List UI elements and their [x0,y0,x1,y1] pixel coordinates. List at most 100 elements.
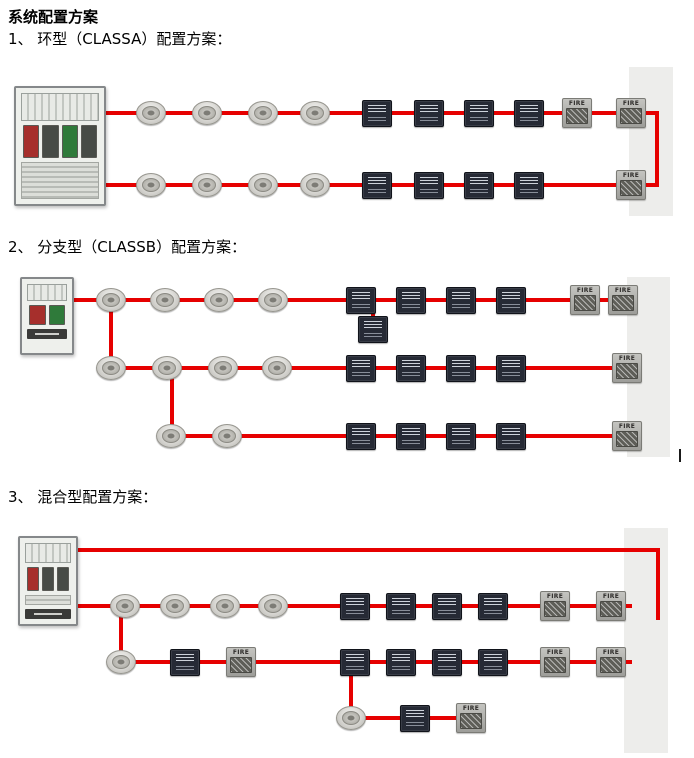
fire-label: FIRE [602,593,620,600]
panel-module-cards [27,304,67,326]
smoke-detector-icon [212,424,242,448]
smoke-detector-icon [192,173,222,197]
smoke-detector-icon [210,594,240,618]
fire-label: FIRE [618,423,636,430]
fire-alarm-device-icon: FIRE [540,647,570,677]
io-module-icon [362,172,392,199]
panel-card [27,566,39,592]
fire-label: FIRE [618,355,636,362]
smoke-detector-icon [106,650,136,674]
smoke-detector-icon [248,173,278,197]
panel-module-cards [21,124,99,159]
io-module-icon [396,355,426,382]
fire-alarm-device-icon: FIRE [608,285,638,315]
fire-alarm-device-icon: FIRE [612,353,642,383]
io-module-icon [414,172,444,199]
fire-label: FIRE [462,705,480,712]
branch-wire-drop2 [349,662,353,718]
io-module-icon [340,593,370,620]
smoke-detector-icon [208,356,238,380]
io-module-icon [362,100,392,127]
io-module-icon [446,355,476,382]
io-module-icon [446,423,476,450]
io-module-icon [514,100,544,127]
panel-card [57,566,69,592]
panel-card [80,124,97,159]
io-module-icon [464,172,494,199]
io-module-icon [400,705,430,732]
smoke-detector-icon [96,356,126,380]
io-module-icon [346,423,376,450]
smoke-detector-icon [262,356,292,380]
smoke-detector-icon [336,706,366,730]
panel-indicator-grid [21,93,99,121]
io-module-icon [346,355,376,382]
panel-indicator-grid [27,284,67,301]
panel-label-strip [25,609,71,619]
fire-label: FIRE [568,100,586,107]
smoke-detector-icon [160,594,190,618]
section-1-heading: 1、 环型（CLASSA）配置方案： [8,30,232,48]
panel-grille [25,595,71,605]
io-module-icon [346,287,376,314]
page-margin-strip [624,528,668,753]
smoke-detector-icon [96,288,126,312]
fire-alarm-device-icon: FIRE [570,285,600,315]
panel-label-strip [27,329,67,340]
fire-alarm-device-icon: FIRE [596,647,626,677]
loop-wire-top [76,548,660,552]
fire-label: FIRE [546,649,564,656]
smoke-detector-icon [136,173,166,197]
smoke-detector-icon [258,288,288,312]
panel-card [61,124,78,159]
branch-wire-row2 [119,660,632,664]
smoke-detector-icon [136,101,166,125]
panel-card [29,304,46,326]
smoke-detector-icon [192,101,222,125]
fire-label: FIRE [576,287,594,294]
smoke-detector-icon [300,173,330,197]
smoke-detector-icon [300,101,330,125]
fire-label: FIRE [614,287,632,294]
io-module-icon [170,649,200,676]
smoke-detector-icon [156,424,186,448]
panel-card [23,124,40,159]
text-cursor-artifact [679,449,681,462]
smoke-detector-icon [150,288,180,312]
section-3-heading: 3、 混合型配置方案： [8,488,158,506]
io-module-icon [496,355,526,382]
fire-control-panel [14,86,106,206]
io-module-icon [464,100,494,127]
io-module-icon [432,593,462,620]
fire-control-panel [20,277,74,355]
io-module-icon [396,423,426,450]
smoke-detector-icon [152,356,182,380]
fire-label: FIRE [622,100,640,107]
page-title: 系统配置方案 [8,8,99,26]
panel-card [42,124,59,159]
smoke-detector-icon [258,594,288,618]
panel-module-cards [25,566,71,592]
fire-alarm-device-icon: FIRE [616,98,646,128]
io-module-icon [396,287,426,314]
fire-alarm-device-icon: FIRE [456,703,486,733]
io-module-icon [414,100,444,127]
io-module-icon [432,649,462,676]
fire-control-panel [18,536,78,626]
io-module-icon [358,316,388,343]
io-module-icon [478,593,508,620]
io-module-icon [496,423,526,450]
branch-wire-drop1 [109,300,113,368]
io-module-icon [386,593,416,620]
fire-alarm-device-icon: FIRE [616,170,646,200]
fire-alarm-device-icon: FIRE [596,591,626,621]
panel-card [48,304,65,326]
section-2-heading: 2、 分支型（CLASSB）配置方案： [8,238,247,256]
fire-alarm-device-icon: FIRE [562,98,592,128]
io-module-icon [340,649,370,676]
fire-label: FIRE [232,649,250,656]
io-module-icon [386,649,416,676]
fire-alarm-device-icon: FIRE [612,421,642,451]
smoke-detector-icon [204,288,234,312]
